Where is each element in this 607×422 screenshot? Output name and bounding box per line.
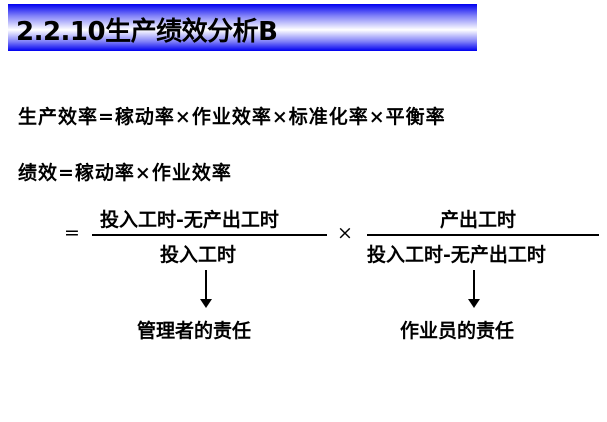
arrow-down-icon [200,270,212,308]
fraction2-denominator: 投入工时-无产出工时 [367,244,546,266]
fraction1-denominator: 投入工时 [160,244,237,266]
production-efficiency-formula: 生产效率=稼动率×作业效率×标准化率×平衡率 [18,106,446,128]
times-sign: × [337,222,353,244]
arrow-down-icon [468,270,480,308]
title-banner: 2.2.10生产绩效分析B [8,4,477,51]
fraction2-bar [367,234,599,236]
performance-formula: 绩效=稼动率×作业效率 [18,162,232,184]
equals-sign: = [64,222,80,244]
slide-title: 2.2.10生产绩效分析B [16,17,278,47]
worker-responsibility: 作业员的责任 [400,320,515,342]
fraction1-numerator: 投入工时-无产出工时 [100,209,279,231]
fraction1-bar [92,234,327,236]
fraction2-numerator: 产出工时 [440,209,517,231]
manager-responsibility: 管理者的责任 [137,320,252,342]
